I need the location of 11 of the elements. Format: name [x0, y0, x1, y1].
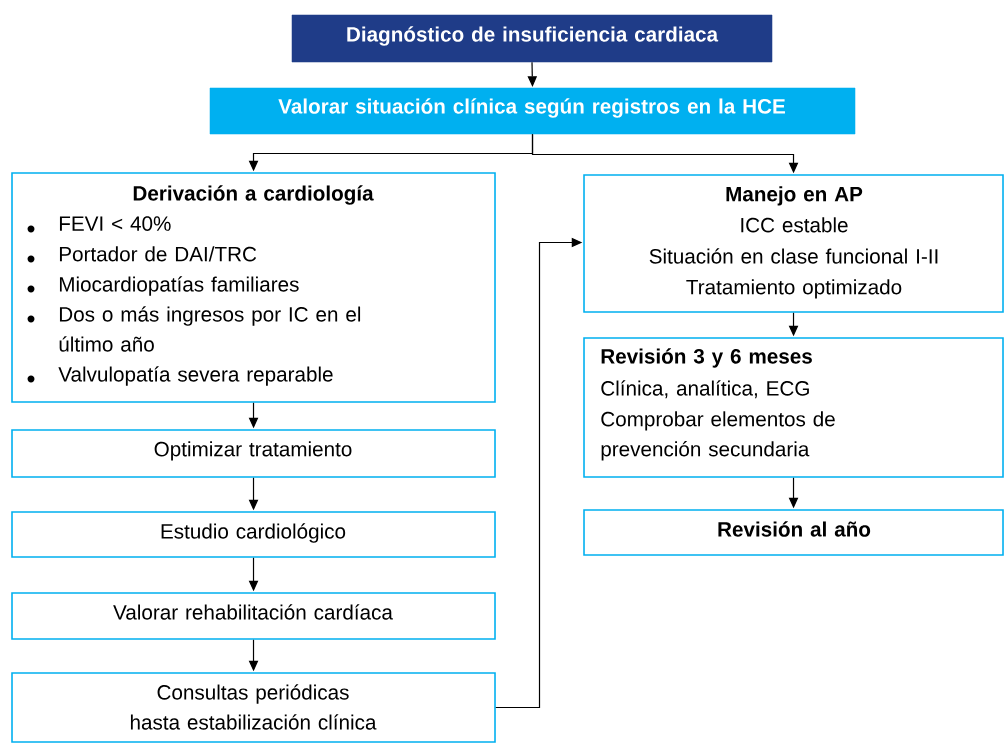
title-box: Diagnóstico de insuficiencia cardiaca [291, 14, 773, 63]
step-box: Valorar situación clínica según registros en la HCE [209, 87, 856, 135]
process-box: Consultas periódicas hasta estabilización clínica [11, 672, 496, 743]
criteria-box: Manejo en AP ICC estable Situación en clase funcional I-II Tratamiento optimizado [583, 174, 1004, 313]
process-box: Optimizar tratamiento [11, 429, 496, 478]
criteria-box: Derivación a cardiología FEVI < 40% Portador de DAI/TRC Miocardiopatías familiares Dos o más ingresos por IC en el último año Valvulopatía severa reparable [11, 172, 496, 403]
process-box: Estudio cardiológico [11, 511, 496, 558]
arrow [527, 61, 538, 87]
review-box: Revisión 3 y 6 meses Clínica, analítica, ECG Comprobar elementos de prevención secundaria [583, 337, 1004, 478]
review-box: Revisión al año [583, 509, 1004, 556]
process-box: Valorar rehabilitación cardíaca [11, 592, 496, 640]
